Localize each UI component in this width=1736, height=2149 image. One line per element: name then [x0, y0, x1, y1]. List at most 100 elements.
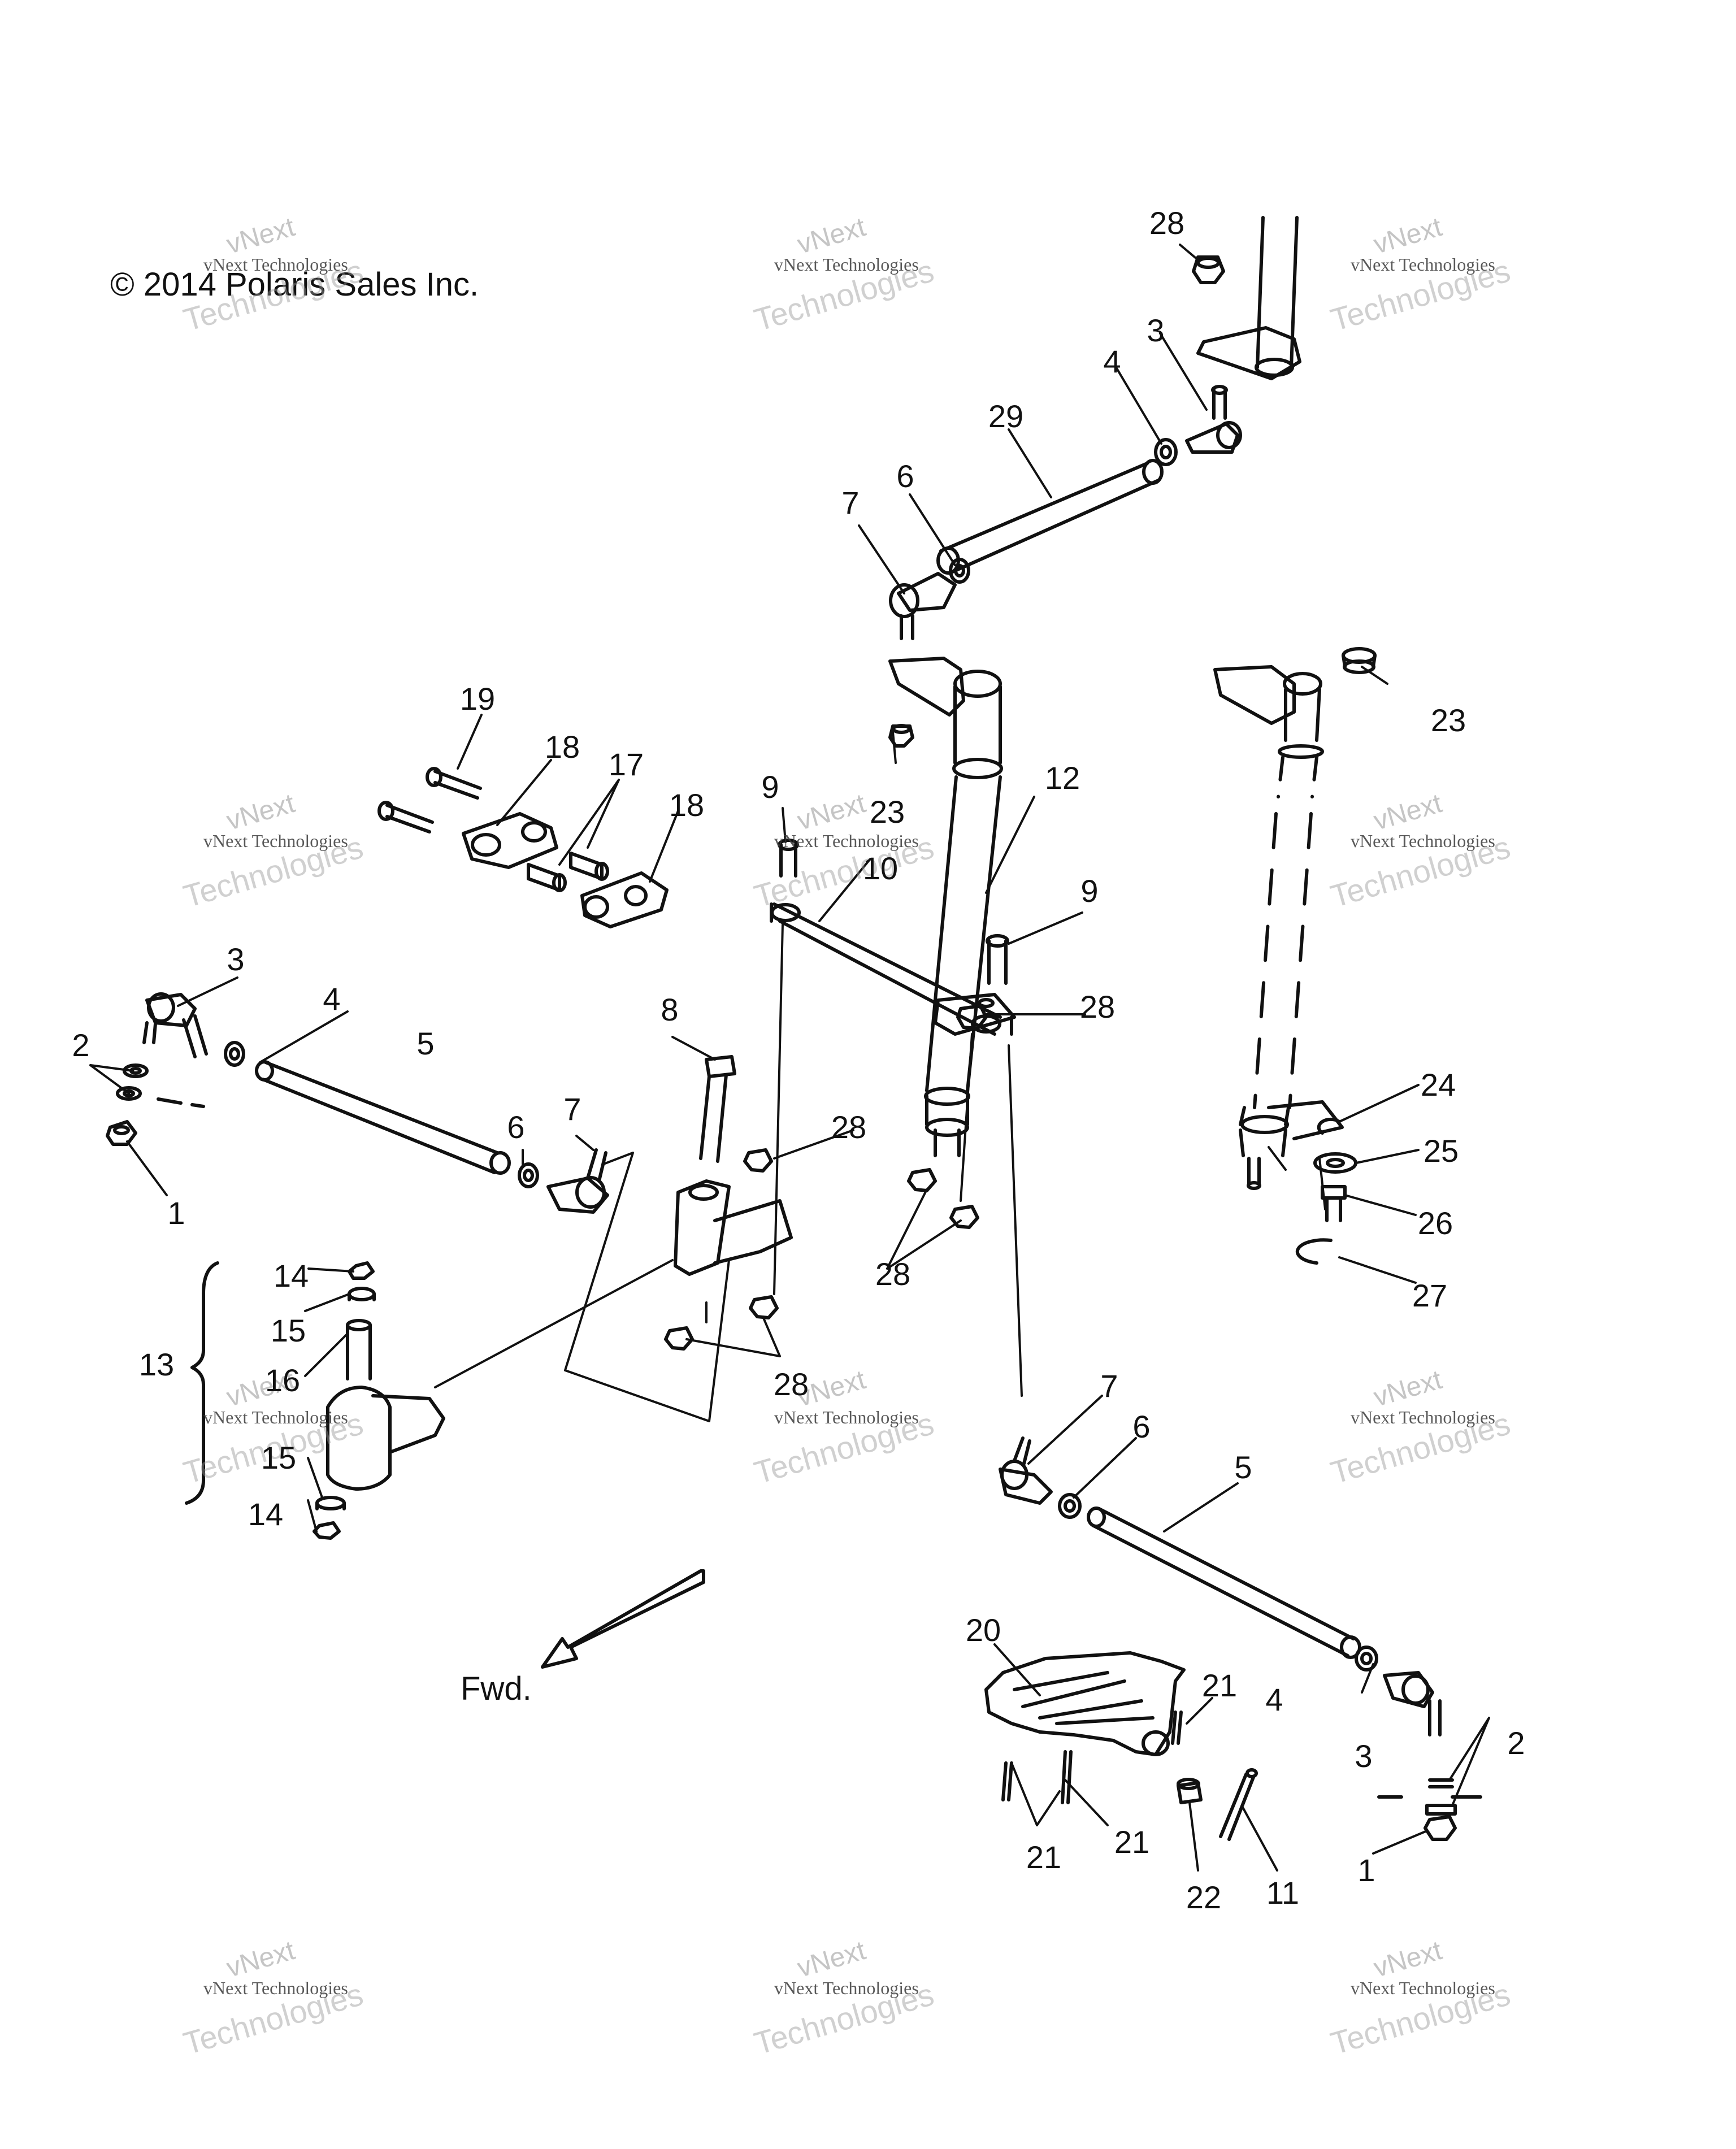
- part-28-top-nut: [1192, 255, 1225, 284]
- part-23-cap-right: [1342, 647, 1377, 674]
- part-19-bolts: [377, 767, 482, 833]
- part-7-right-tie-rod-end: [999, 1436, 1053, 1505]
- part-24-clip: [1317, 1117, 1341, 1135]
- part-9-bolt-right: [986, 934, 1009, 985]
- callout-27: 27: [1412, 1278, 1448, 1313]
- part-7-left-tie-rod-end: [546, 1148, 609, 1214]
- callout-28-post: 28: [1079, 989, 1116, 1024]
- callout-14-upper: 14: [273, 1258, 309, 1293]
- callout-7-left: 7: [563, 1091, 581, 1127]
- steering-column-lower: [1213, 665, 1344, 1190]
- callout-28-post-lower: 28: [875, 1256, 911, 1292]
- callout-22: 22: [1186, 1879, 1222, 1915]
- part-28-nuts-center: [664, 1148, 979, 1351]
- callout-23-center: 23: [869, 794, 905, 830]
- callout-17: 17: [608, 746, 644, 782]
- callout-6-left: 6: [507, 1109, 525, 1145]
- part-3-top-tie-rod-end: [1185, 385, 1242, 454]
- callout-3: 3: [1147, 312, 1165, 348]
- part-10-steering-arm: [770, 902, 1013, 1036]
- callout-5-left: 5: [416, 1026, 435, 1061]
- callout-5-right: 5: [1234, 1449, 1252, 1485]
- part-6-right-nut: [1058, 1493, 1082, 1519]
- callout-3-left: 3: [227, 941, 245, 977]
- part-7-upper-tie-rod-end: [889, 572, 957, 640]
- callout-1-right: 1: [1357, 1852, 1375, 1888]
- callout-2-right: 2: [1507, 1725, 1525, 1761]
- callout-13: 13: [138, 1347, 175, 1382]
- pivot-bracket-center: [674, 1179, 793, 1276]
- part-4-left-jam-nut: [224, 1041, 245, 1067]
- callout-18-lower: 18: [669, 787, 705, 823]
- callout-7: 7: [841, 485, 860, 520]
- part-9-bolt-left: [778, 839, 799, 878]
- callout-4-left: 4: [323, 981, 341, 1017]
- part-1-nut-right: [1423, 1815, 1457, 1841]
- part-3-right-tie-rod-end: [1383, 1671, 1442, 1736]
- callout-1-left: 1: [167, 1195, 185, 1231]
- part-26-bushing: [1321, 1185, 1347, 1222]
- callout-15-lower: 15: [261, 1440, 297, 1475]
- callout-20: 20: [965, 1612, 1001, 1648]
- part-5-right-tie-rod: [1087, 1507, 1361, 1659]
- steering-column-upper: [1196, 216, 1301, 380]
- part-22-plug: [1177, 1778, 1203, 1804]
- part-4-right-jam-nut: [1355, 1646, 1378, 1672]
- callout-leaders: [89, 244, 1490, 1872]
- callout-11: 11: [1266, 1875, 1300, 1911]
- part-4-top-jam-nut: [1154, 438, 1178, 466]
- callout-21-center: 21: [1114, 1824, 1150, 1860]
- part-23-cap: [888, 724, 914, 748]
- callout-28: 28: [1149, 205, 1185, 241]
- part-27-ring: [1295, 1238, 1333, 1265]
- part-17-bushings: [527, 852, 609, 892]
- callout-21-top: 21: [1201, 1668, 1238, 1703]
- part-18-bracket-lower: [580, 871, 669, 928]
- parts-2-washers-right: [1377, 1778, 1482, 1816]
- copyright-notice: © 2014 Polaris Sales Inc.: [110, 266, 479, 303]
- callout-19: 19: [459, 681, 496, 717]
- callout-4: 4: [1103, 344, 1121, 379]
- callout-8: 8: [661, 992, 679, 1027]
- callout-26: 26: [1417, 1205, 1453, 1241]
- callout-6: 6: [896, 458, 914, 494]
- part-20-guard: [984, 1651, 1186, 1756]
- part-8-bolt: [699, 1055, 736, 1163]
- callout-2-left: 2: [72, 1027, 90, 1063]
- part-5-left-tie-rod: [255, 1060, 511, 1175]
- callout-16: 16: [264, 1362, 301, 1398]
- part-1-nut-left: [106, 1120, 137, 1146]
- callout-18-upper: 18: [544, 729, 580, 765]
- part-3-left-tie-rod-end: [142, 992, 208, 1058]
- callout-6-right: 6: [1132, 1409, 1151, 1444]
- callout-3-right: 3: [1355, 1738, 1373, 1774]
- callout-25: 25: [1423, 1133, 1459, 1169]
- part-18-bracket-upper: [462, 812, 558, 869]
- callout-9-right: 9: [1080, 873, 1099, 909]
- parts-2-washers-left: [116, 1063, 205, 1108]
- callout-4-right: 4: [1265, 1682, 1283, 1717]
- part-13-assembly: [185, 1261, 445, 1540]
- callout-14-lower: 14: [248, 1496, 284, 1532]
- callout-9-left: 9: [761, 769, 779, 805]
- forward-arrow: [541, 1569, 705, 1669]
- part-6-upper-nut: [949, 558, 970, 584]
- callout-28-pivot: 28: [773, 1366, 809, 1402]
- forward-direction-label: Fwd.: [461, 1670, 532, 1707]
- alignment-lines: [434, 923, 1326, 1422]
- callout-24: 24: [1420, 1067, 1456, 1102]
- callout-10: 10: [862, 850, 899, 886]
- part-11-cotter-pin: [1219, 1768, 1258, 1841]
- parts-21-pins: [1001, 1710, 1183, 1804]
- part-29-tie-rod: [936, 459, 1164, 575]
- part-12-steering-post: [888, 657, 1016, 1157]
- callout-28-center: 28: [831, 1109, 867, 1145]
- callout-15-upper: 15: [270, 1313, 306, 1348]
- callout-23-right: 23: [1430, 702, 1466, 738]
- part-6-left-nut: [518, 1162, 539, 1188]
- callout-7-right: 7: [1100, 1368, 1118, 1404]
- callout-12: 12: [1044, 760, 1080, 796]
- callout-29: 29: [988, 398, 1024, 434]
